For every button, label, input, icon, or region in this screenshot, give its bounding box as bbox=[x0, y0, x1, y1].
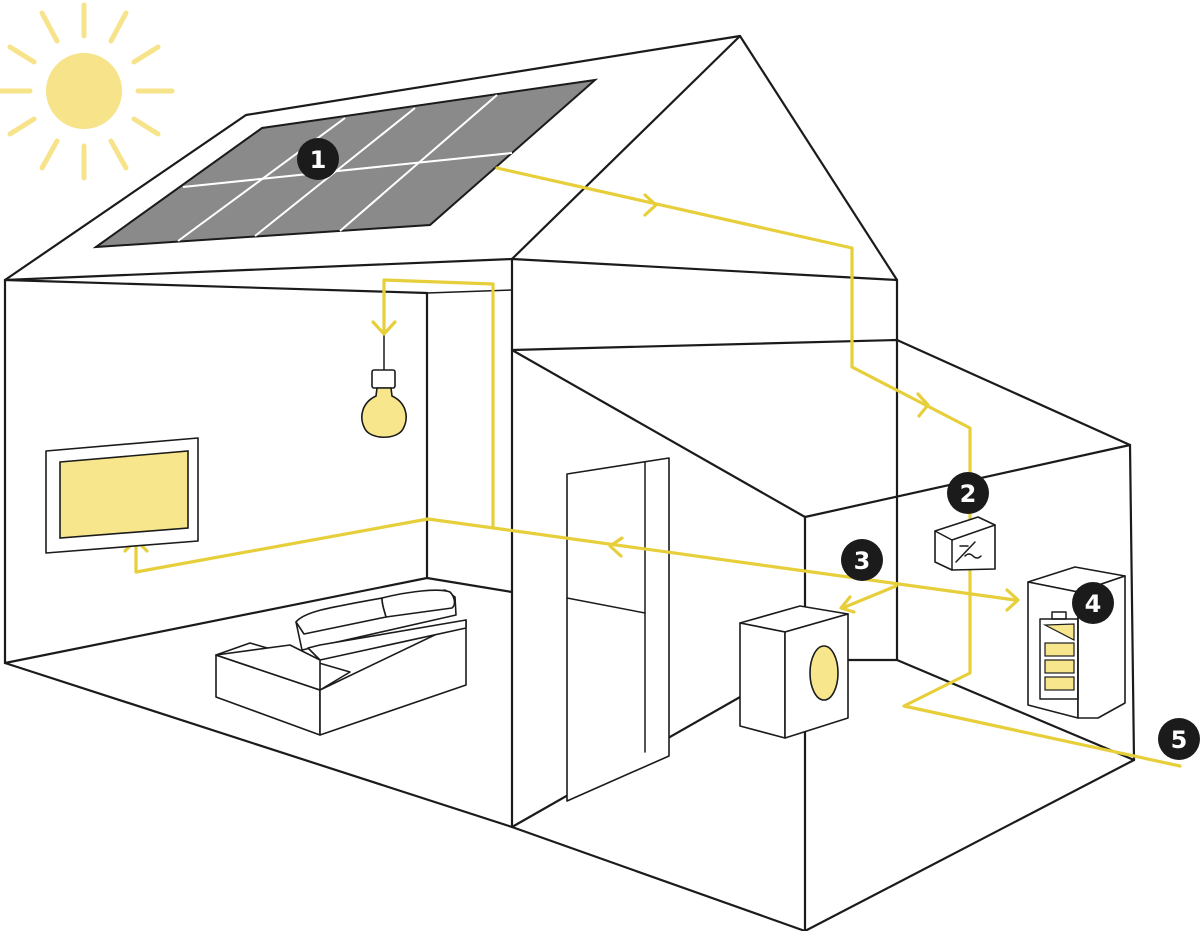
door bbox=[566, 457, 670, 802]
energy-flow-lines bbox=[123, 166, 1182, 768]
marker-inverter: 2 bbox=[947, 472, 989, 514]
marker-label: 1 bbox=[310, 146, 327, 174]
light-bulb-icon bbox=[361, 335, 407, 439]
inverter-icon bbox=[934, 516, 996, 571]
solar-panel-icon bbox=[92, 78, 599, 249]
marker-home-battery: 4 bbox=[1072, 582, 1114, 624]
marker-label: 5 bbox=[1171, 726, 1188, 754]
marker-heat-pump: 3 bbox=[841, 539, 883, 581]
heat-pump-icon bbox=[739, 605, 849, 739]
marker-solar-panels: 1 bbox=[297, 138, 339, 180]
marker-power-grid: 5 bbox=[1158, 718, 1200, 760]
marker-label: 2 bbox=[960, 480, 977, 508]
battery-icon bbox=[1027, 566, 1126, 719]
tv-icon bbox=[45, 437, 199, 554]
house-structure bbox=[3, 34, 1136, 931]
marker-label: 3 bbox=[854, 547, 871, 575]
sun-disc bbox=[46, 53, 122, 129]
sun-icon bbox=[0, 2, 175, 181]
marker-label: 4 bbox=[1085, 590, 1102, 618]
sofa-icon bbox=[215, 589, 467, 736]
